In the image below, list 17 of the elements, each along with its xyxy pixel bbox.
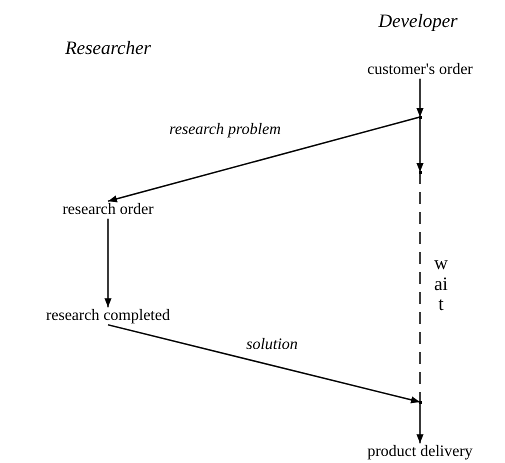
arrow xyxy=(416,402,424,444)
arrow xyxy=(416,78,424,117)
event-text: research completed xyxy=(46,307,170,325)
arrow xyxy=(416,117,424,172)
junction-point xyxy=(418,400,422,404)
column-heading: Researcher xyxy=(65,38,151,60)
arrow xyxy=(108,116,420,202)
arrow xyxy=(108,324,420,404)
event-text: product delivery xyxy=(367,443,473,461)
edge-label: research problem xyxy=(168,121,282,139)
column-heading: Developer xyxy=(378,11,458,33)
event-text: research order xyxy=(62,201,154,219)
dashed-line xyxy=(419,172,421,402)
arrow xyxy=(104,218,112,308)
junction-point xyxy=(418,116,422,118)
junction-point xyxy=(418,170,422,174)
event-text: customer's order xyxy=(367,61,473,79)
